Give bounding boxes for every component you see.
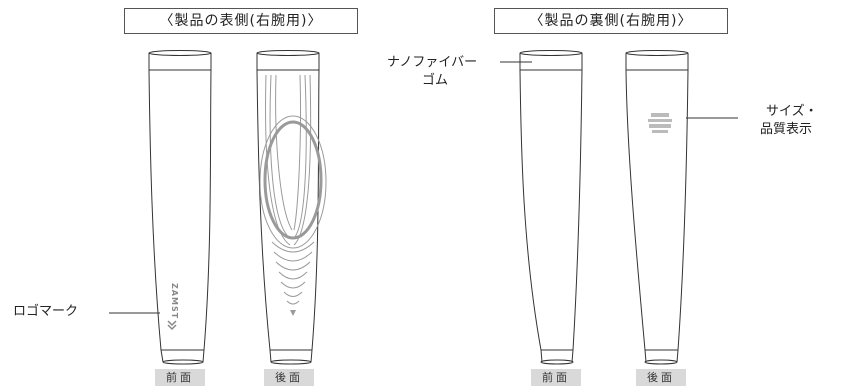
sleeve-back-side-back-view	[625, 50, 689, 365]
size-quality-label-patch	[648, 113, 672, 133]
svg-text:ZAMST: ZAMST	[170, 283, 179, 319]
sleeve-back-side-front-view	[519, 50, 583, 365]
sleeve-front-side-front-view	[148, 50, 212, 365]
view-tag-back: 後面	[264, 369, 314, 386]
view-tag-front: 前面	[531, 369, 581, 386]
sleeve-front-side-back-view	[256, 50, 320, 365]
nano-fiber-callout-line2: ゴム	[422, 73, 449, 88]
size-quality-callout-line1: サイズ・	[766, 104, 818, 119]
front-side-title: 〈製品の表側(右腕用)〉	[124, 8, 358, 34]
size-quality-callout-line2: 品質表示	[760, 122, 813, 137]
back-side-title: 〈製品の裏側(右腕用)〉	[494, 8, 728, 34]
logo-mark-callout: ロゴマーク	[13, 304, 79, 319]
logo-mark: ZAMST	[167, 283, 179, 331]
view-tag-back: 後面	[636, 369, 686, 386]
sleeve-pattern	[259, 74, 327, 316]
nano-fiber-callout-line1: ナノファイバー	[387, 55, 478, 70]
view-tag-front: 前面	[155, 369, 205, 386]
